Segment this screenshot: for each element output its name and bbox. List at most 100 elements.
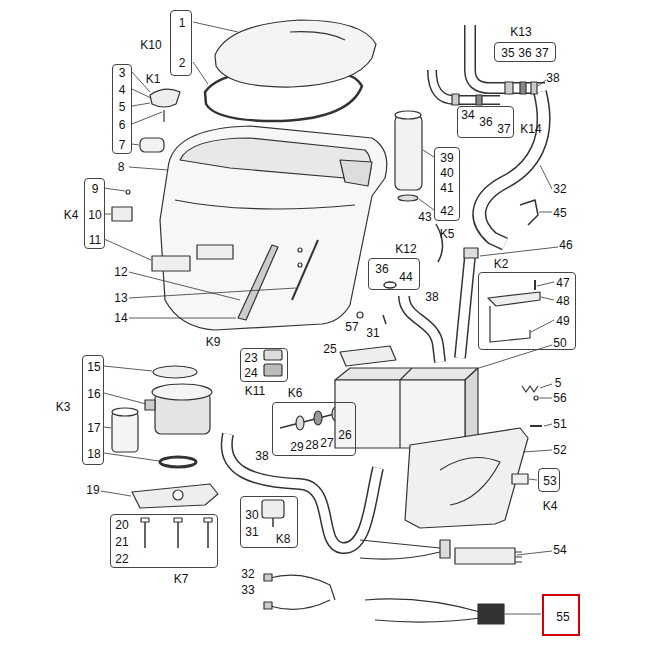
callout-number: 20: [115, 519, 128, 531]
screw: [174, 518, 182, 522]
group-bracket: K539404142: [434, 147, 460, 221]
group-label: K13: [510, 26, 531, 38]
callout-number: 27: [320, 437, 333, 449]
callout-number: 16: [87, 388, 100, 400]
float-cap: [163, 110, 164, 122]
callout-number: 31: [366, 327, 379, 339]
callout-number: 25: [323, 343, 336, 355]
callout-number: 33: [241, 584, 254, 596]
callout-number: 46: [559, 239, 572, 251]
cable: [515, 552, 522, 562]
callout-number: 6: [119, 119, 126, 131]
tank-body: [180, 138, 371, 180]
group-label: K1: [146, 73, 161, 85]
callout-number: 11: [89, 234, 101, 246]
filter: [395, 111, 422, 201]
group-label: K7: [174, 573, 189, 585]
valve-stem: [296, 416, 304, 430]
callout-number: 57: [345, 321, 358, 333]
cable: [270, 575, 335, 600]
vacuum-motor: [112, 412, 138, 452]
callout-number: 48: [556, 295, 569, 307]
callout-number: 24: [244, 367, 257, 379]
tank-body: [175, 200, 355, 209]
group-bracket: K491011: [84, 178, 105, 249]
bracket: [488, 292, 540, 306]
vacuum-motor: [112, 408, 138, 416]
rail: [238, 245, 278, 320]
callout-number: 34: [461, 109, 474, 121]
group-bracket: K1012: [170, 10, 192, 76]
group-label: K6: [288, 387, 303, 399]
callout-number: 5: [119, 101, 126, 113]
callout-number: 9: [92, 183, 99, 195]
callout-number: 51: [553, 418, 566, 430]
callout-number: 21: [115, 536, 128, 548]
hose: [432, 70, 500, 100]
callout-number: 31: [245, 526, 258, 538]
lid: [215, 20, 376, 87]
fitting: [264, 364, 282, 376]
tank-body: [197, 245, 233, 259]
group-bracket: K14343637: [457, 106, 514, 138]
leader-line: [193, 22, 238, 84]
tank-body: [340, 160, 372, 186]
bracket: [488, 280, 540, 342]
callout-number: 50: [553, 337, 566, 349]
float-cap: [140, 89, 180, 152]
screw: [145, 522, 208, 548]
cable: [478, 604, 504, 624]
cable: [264, 540, 522, 624]
callout-number: 55: [556, 611, 569, 623]
leader-line: [104, 366, 159, 461]
group-bracket: K13353637: [494, 42, 556, 62]
leader-line: [479, 80, 558, 368]
group-label: K4: [543, 500, 558, 512]
vacuum-motor: [145, 400, 155, 410]
coupling: [452, 94, 459, 105]
small-screw: [534, 396, 538, 400]
group-label: K8: [276, 533, 291, 545]
sticker: [112, 207, 132, 221]
group-label: K14: [520, 123, 541, 135]
callout-number: 39: [440, 152, 453, 164]
callout-number: 12: [114, 266, 127, 278]
group-bracket: K629282726: [272, 402, 356, 456]
group-label: K2: [494, 258, 509, 270]
callout-number: 7: [119, 139, 126, 151]
cable: [360, 540, 440, 548]
callout-number: 42: [440, 205, 453, 217]
callout-number: 28: [305, 439, 318, 451]
battery: [400, 368, 412, 448]
group-bracket: K83031: [240, 496, 298, 548]
callout-number: 13: [114, 292, 127, 304]
small-screw: [530, 425, 542, 427]
group-bracket: K123644: [368, 258, 420, 290]
callout-number: 1: [179, 17, 186, 29]
callout-number: 23: [244, 352, 257, 364]
cover: [440, 458, 500, 506]
callout-number: 22: [115, 553, 128, 565]
group-label: K10: [140, 39, 161, 51]
tank-body: [298, 263, 302, 267]
rail: [238, 240, 318, 320]
sticker: [152, 256, 190, 271]
hose: [479, 92, 543, 244]
tank-body: [160, 126, 387, 330]
filter: [398, 195, 418, 201]
vacuum-motor: [160, 457, 196, 467]
group-label: K11: [245, 385, 265, 397]
callout-number: 56: [553, 392, 566, 404]
vacuum-motor: [153, 366, 197, 378]
bracket: [490, 306, 530, 342]
callout-number: 47: [556, 277, 569, 289]
hose: [470, 25, 545, 88]
cable: [360, 552, 440, 559]
float-cap: [140, 138, 164, 152]
cable: [270, 600, 330, 609]
coupling: [505, 82, 513, 94]
callout-number: 35: [501, 47, 514, 59]
exploded-view: [101, 20, 558, 624]
leader-line: [132, 72, 162, 145]
